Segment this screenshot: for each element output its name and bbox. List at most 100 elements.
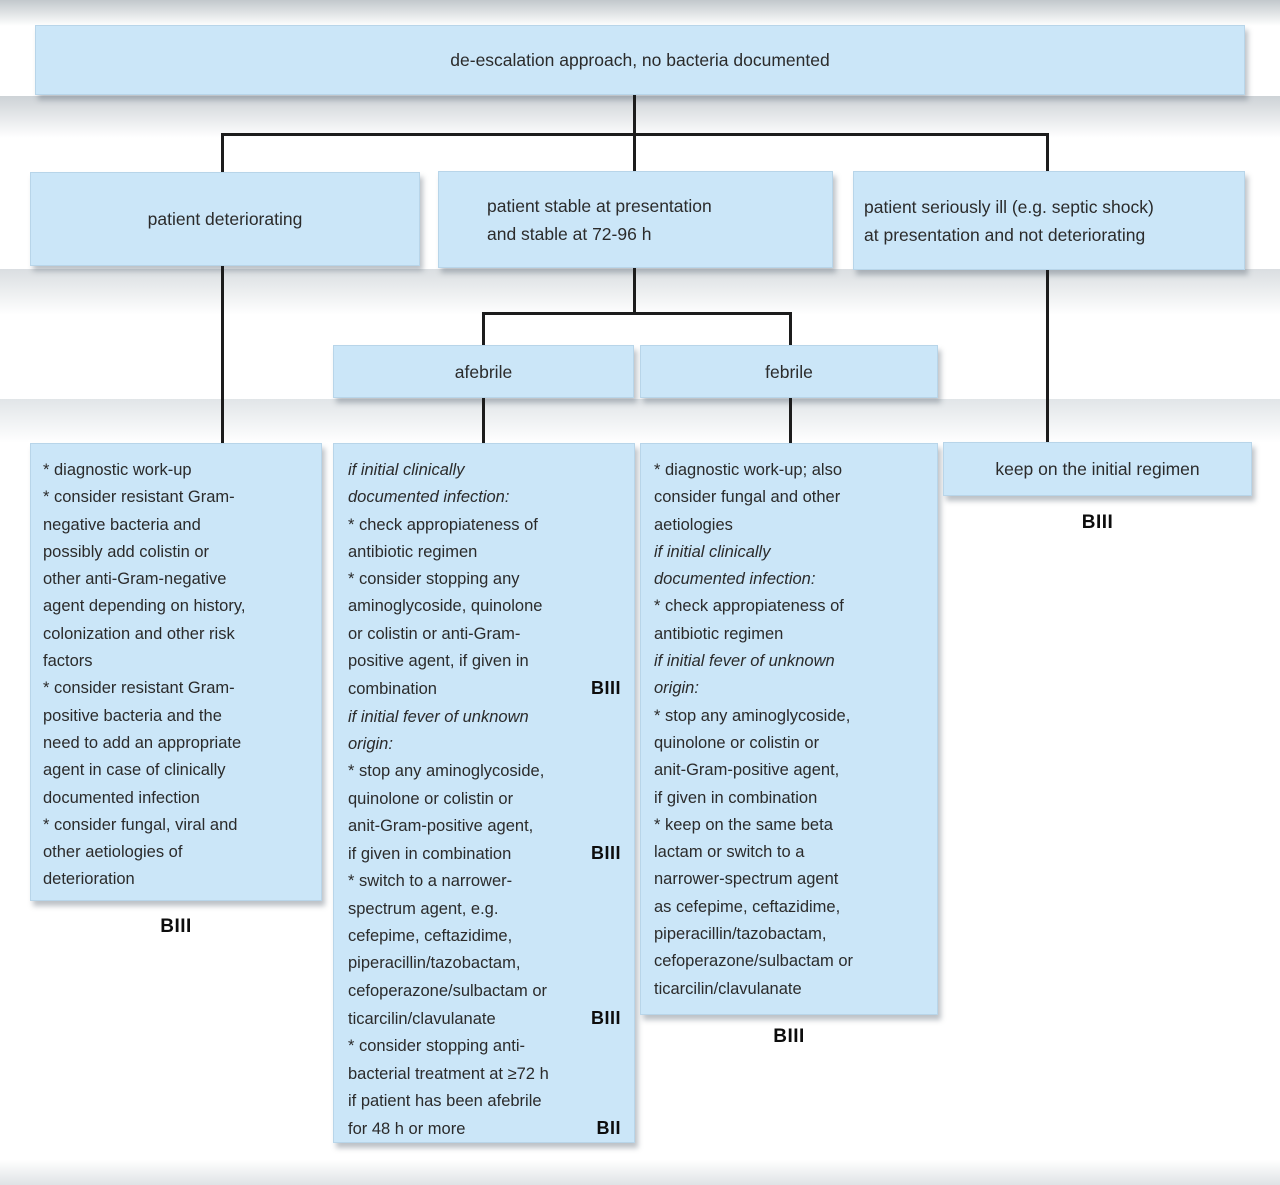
text-line: * consider stopping anti- xyxy=(348,1033,621,1060)
text-line-content: factors xyxy=(43,652,93,671)
text-line: or colistin or anti-Gram- xyxy=(348,621,621,648)
text-line-content: deterioration xyxy=(43,870,135,889)
text-line-content: quinolone or colistin or xyxy=(654,733,820,752)
background-band xyxy=(0,1160,1280,1185)
evidence-grade-deteriorating: BIII xyxy=(160,916,192,937)
text-line-content: * check appropiateness of xyxy=(654,597,844,616)
text-line-content: cefoperazone/sulbactam or xyxy=(348,981,548,1000)
text-line-content: documented infection xyxy=(43,788,200,807)
text-line-content: * consider fungal, viral and xyxy=(43,815,238,834)
text-line-content: * stop any aminoglycoside, xyxy=(348,762,545,781)
text-line: origin: xyxy=(348,731,621,758)
text-line-content: as cefepime, ceftazidime, xyxy=(654,897,841,916)
text-line-content: agent in case of clinically xyxy=(43,761,226,780)
text-line-content: consider fungal and other xyxy=(654,488,841,507)
text-line-content: piperacillin/tazobactam, xyxy=(348,954,521,973)
text-line-content: negative bacteria and xyxy=(43,515,201,534)
text-line: piperacillin/tazobactam, xyxy=(348,950,621,977)
text-line: if initial clinically xyxy=(348,457,621,484)
text-line: documented infection: xyxy=(348,484,621,511)
text-line-content: antibiotic regimen xyxy=(654,624,784,643)
text-line: cefoperazone/sulbactam or xyxy=(654,948,929,975)
text-line: if patient has been afebrile xyxy=(348,1088,621,1115)
text-line: negative bacteria and xyxy=(43,512,313,539)
text-line: quinolone or colistin or xyxy=(348,786,621,813)
text-line: * consider stopping any xyxy=(348,566,621,593)
evidence-grade-inline: BII xyxy=(596,1118,621,1139)
connector-serious-to-keep xyxy=(1046,270,1049,443)
text-line-content: * stop any aminoglycoside, xyxy=(654,706,851,725)
text-line: cefoperazone/sulbactam or xyxy=(348,978,621,1005)
connector-drop-stable xyxy=(633,133,636,173)
text-line: positive bacteria and the xyxy=(43,703,313,730)
node-patient-seriously-ill: patient seriously ill (e.g. septic shock… xyxy=(853,171,1245,270)
background-band xyxy=(0,96,1280,138)
text-line: patient seriously ill (e.g. septic shock… xyxy=(864,193,1244,221)
text-line-content: documented infection: xyxy=(654,570,816,589)
text-line: if initial fever of unknown xyxy=(348,704,621,731)
text-line: and stable at 72-96 h xyxy=(487,220,832,248)
text-line-content: combination xyxy=(348,680,437,699)
text-line-content: * diagnostic work-up; also xyxy=(654,461,843,479)
text-line-content: ticarcilin/clavulanate xyxy=(654,979,802,998)
connector-afebrile-to-actions xyxy=(482,398,485,443)
evidence-grade-inline: BIII xyxy=(590,843,621,864)
outcome-box-keep-regimen: keep on the initial regimen xyxy=(943,442,1252,496)
text-line-content: origin: xyxy=(654,679,699,698)
text-line: piperacillin/tazobactam, xyxy=(654,921,929,948)
connector-drop-afebrile xyxy=(482,312,485,346)
text-line: antibiotic regimen xyxy=(348,539,621,566)
text-line: colonization and other risk xyxy=(43,621,313,648)
text-line-content: * check appropiateness of xyxy=(348,515,538,534)
text-line-content: origin: xyxy=(348,734,393,753)
text-line: if initial fever of unknown xyxy=(654,648,929,675)
text-line-content: agent depending on history, xyxy=(43,597,246,616)
text-line-content: bacterial treatment at ≥72 h xyxy=(348,1064,549,1083)
text-line: as cefepime, ceftazidime, xyxy=(654,894,929,921)
text-line-content: aetiologies xyxy=(654,515,733,534)
text-line: deterioration xyxy=(43,866,313,893)
node-afebrile-label: afebrile xyxy=(454,361,513,382)
text-line-content: quinolone or colistin or xyxy=(348,789,514,808)
text-line-content: positive agent, if given in xyxy=(348,652,529,671)
text-line: documented infection xyxy=(43,785,313,812)
text-line: ticarcilin/clavulanate BIII xyxy=(348,1005,621,1033)
evidence-grade-inline: BIII xyxy=(590,1007,621,1028)
connector-deteriorating-to-actions xyxy=(221,266,224,443)
text-line: * diagnostic work-up xyxy=(43,457,313,484)
connector-drop-febrile xyxy=(789,312,792,346)
text-line: if given in combination xyxy=(654,785,929,812)
text-line: need to add an appropriate xyxy=(43,730,313,757)
node-patient-deteriorating: patient deteriorating xyxy=(30,172,420,266)
text-line: * keep on the same beta xyxy=(654,812,929,839)
text-line-content: spectrum agent, e.g. xyxy=(348,899,499,918)
text-line: origin: xyxy=(654,675,929,702)
text-line: * consider fungal, viral and xyxy=(43,812,313,839)
text-line-content: cefepime, ceftazidime, xyxy=(348,927,513,946)
text-line-content: aminoglycoside, quinolone xyxy=(348,597,543,616)
text-line: * stop any aminoglycoside, xyxy=(654,703,929,730)
text-line-content: if patient has been afebrile xyxy=(348,1091,542,1110)
text-line-content: * consider stopping any xyxy=(348,570,520,589)
text-line-content: lactam or switch to a xyxy=(654,843,805,862)
text-line: at presentation and not deteriorating xyxy=(864,221,1244,249)
root-node-de-escalation: de-escalation approach, no bacteria docu… xyxy=(35,25,1245,95)
text-line-content: positive bacteria and the xyxy=(43,706,222,725)
text-line: aminoglycoside, quinolone xyxy=(348,593,621,620)
text-line: * consider resistant Gram- xyxy=(43,675,313,702)
text-line: quinolone or colistin or xyxy=(654,730,929,757)
text-line-content: if initial fever of unknown xyxy=(348,707,529,726)
text-line-content: and stable at 72-96 h xyxy=(487,223,652,244)
text-line: * check appropiateness of xyxy=(654,593,929,620)
text-line-content: narrower-spectrum agent xyxy=(654,870,839,889)
text-line-content: ticarcilin/clavulanate xyxy=(348,1009,496,1028)
text-line: agent in case of clinically xyxy=(43,757,313,784)
text-line-content: * switch to a narrower- xyxy=(348,872,513,891)
text-line-content: * keep on the same beta xyxy=(654,815,833,834)
text-line: spectrum agent, e.g. xyxy=(348,896,621,923)
text-line-content: if initial clinically xyxy=(654,542,771,561)
